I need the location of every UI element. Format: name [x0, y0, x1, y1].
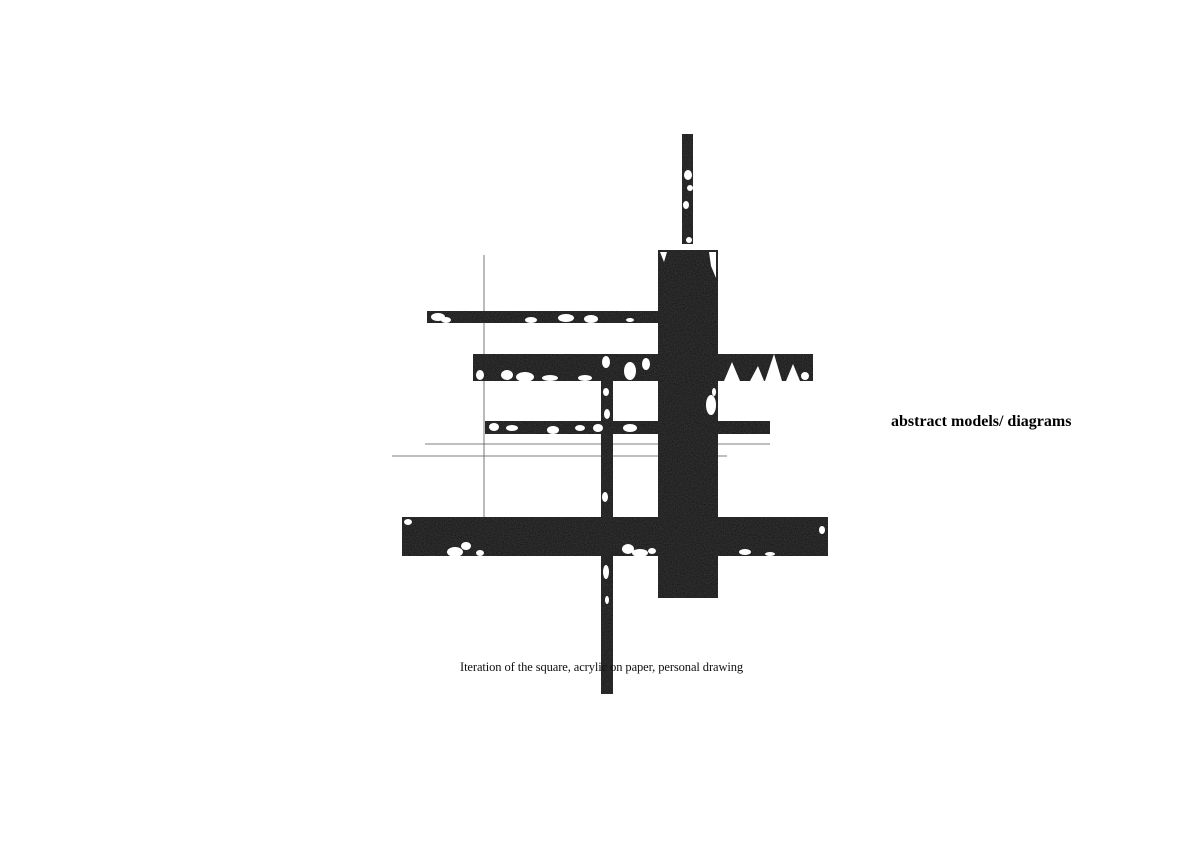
bar-1 — [427, 311, 667, 323]
section-heading: abstract models/ diagrams — [891, 413, 1072, 430]
artwork-caption: Iteration of the square, acrylic on pape… — [460, 660, 744, 674]
erosion-speckles — [404, 170, 825, 604]
bar-4 — [402, 517, 828, 556]
ink-bars — [402, 134, 828, 694]
main-vertical-block — [658, 250, 718, 598]
